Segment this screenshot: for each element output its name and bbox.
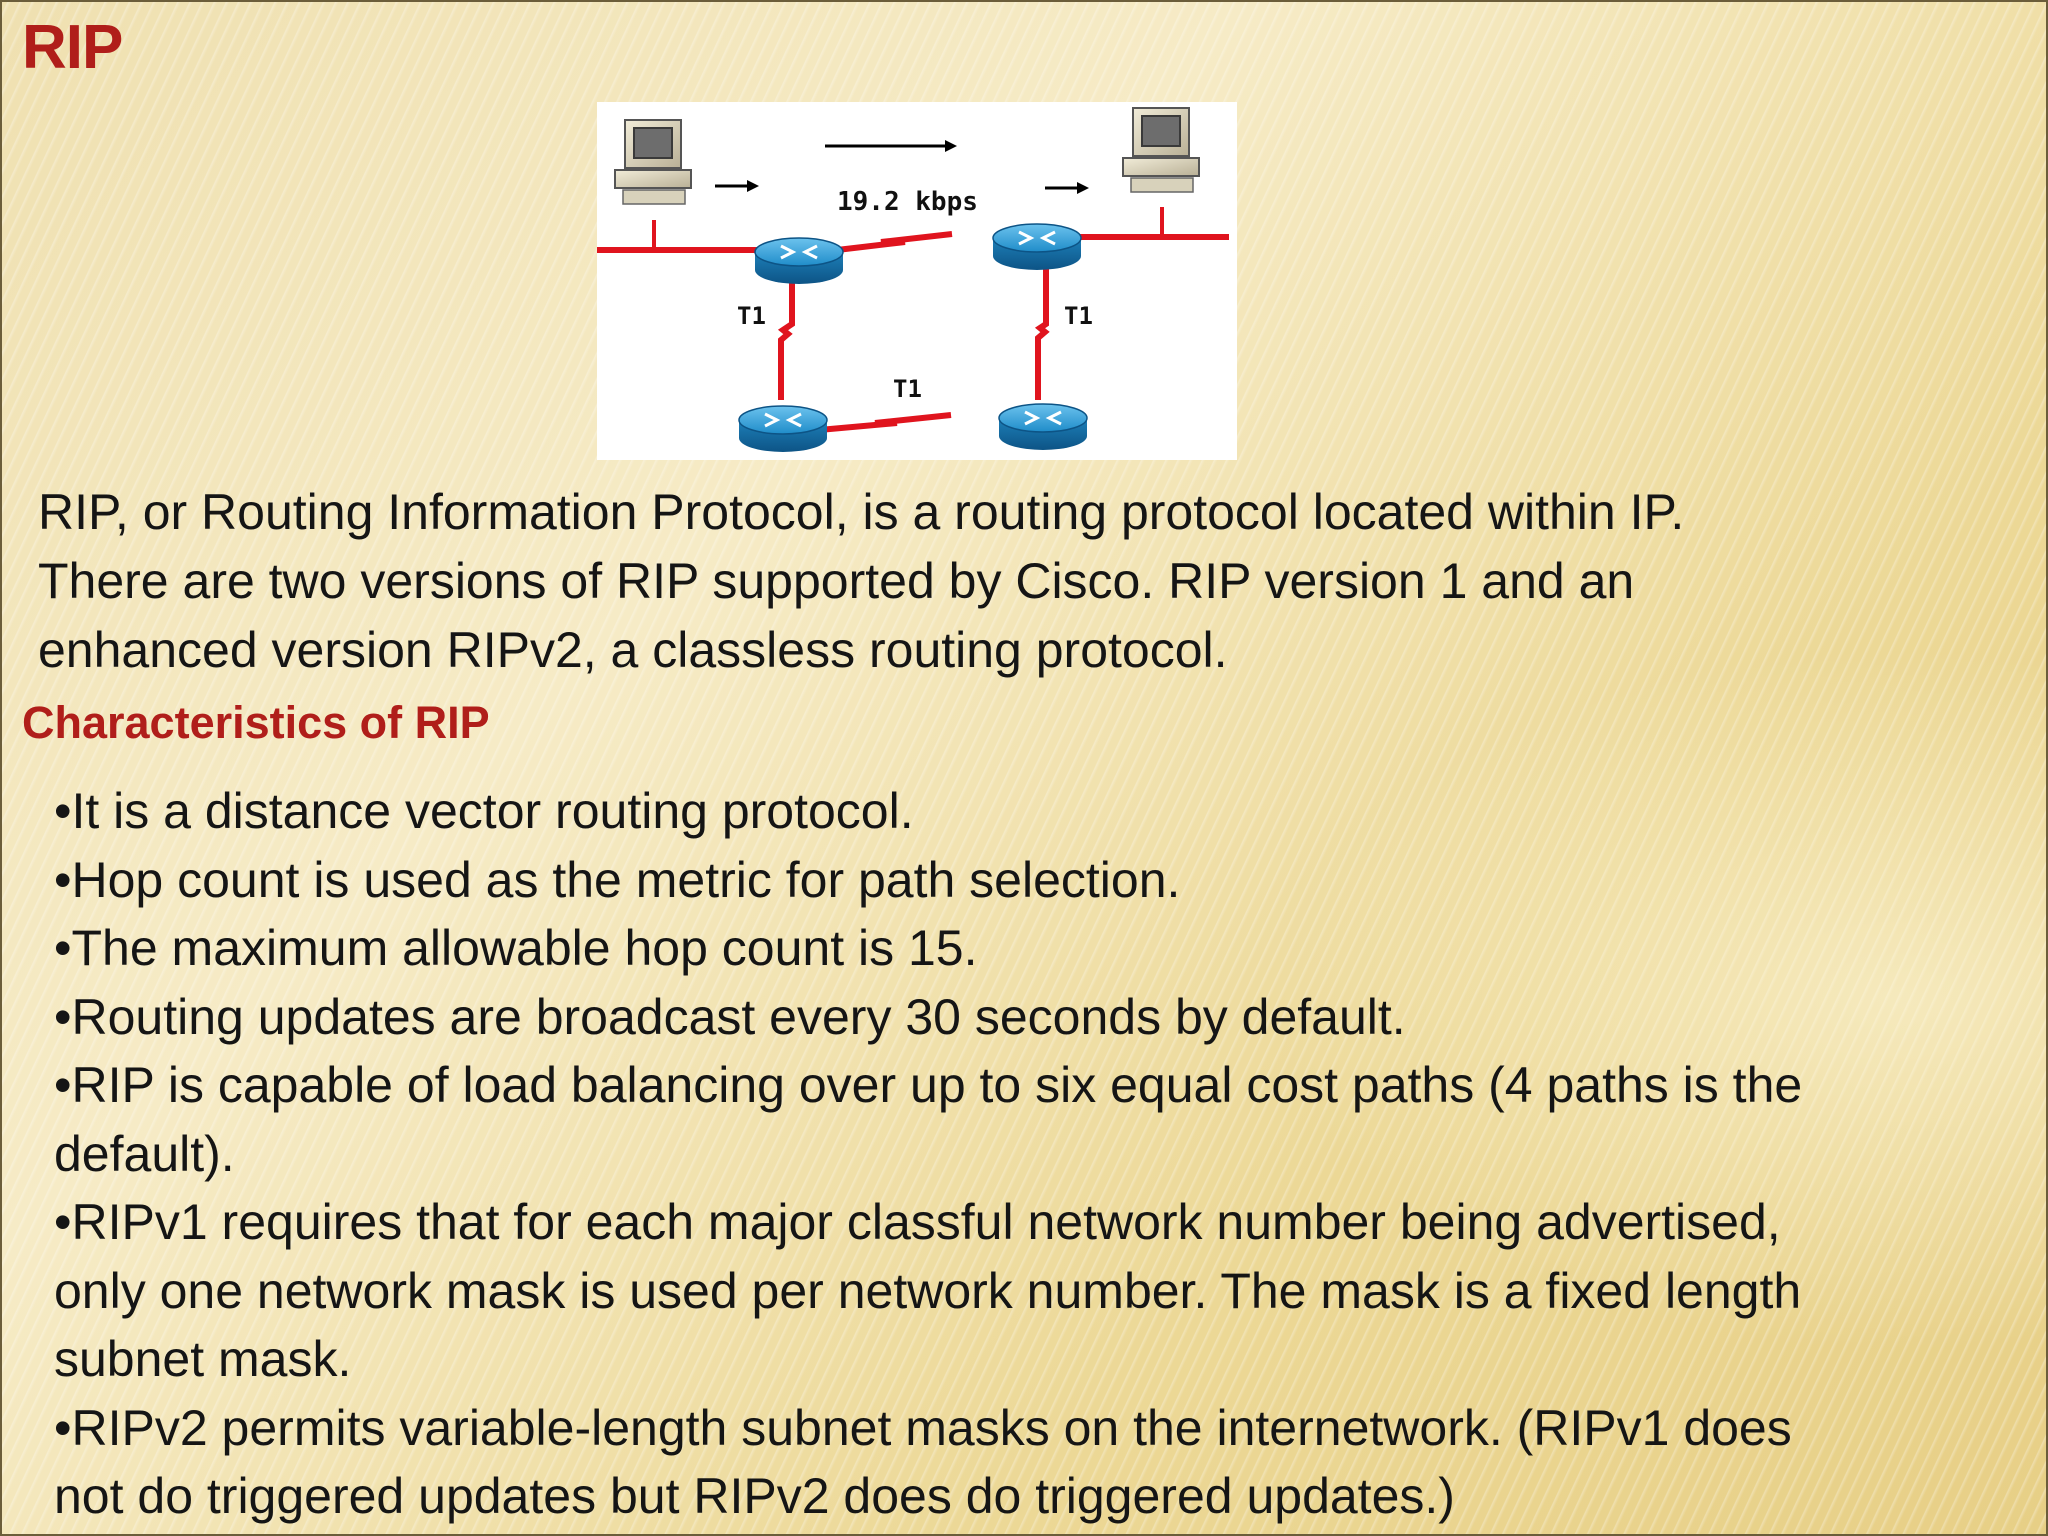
t1-label-left: T1 (737, 302, 766, 330)
router-icon (754, 237, 844, 284)
list-item: only one network mask is used per networ… (54, 1262, 1802, 1319)
list-item: •RIPv2 permits variable-length subnet ma… (54, 1399, 1792, 1456)
speed-label: 19.2 kbps (837, 187, 978, 217)
arrow-right-icon (825, 140, 957, 152)
list-item: default). (54, 1125, 235, 1182)
intro-line: enhanced version RIPv2, a classless rout… (38, 622, 1228, 678)
t1-label-bottom: T1 (893, 375, 922, 403)
arrow-right-icon (1045, 182, 1089, 194)
arrow-right-icon (715, 180, 759, 192)
list-item: •RIP is capable of load balancing over u… (54, 1057, 1803, 1113)
section-heading: Characteristics of RIP (22, 697, 490, 748)
t1-link-right (1034, 264, 1050, 400)
computer-icon (1122, 107, 1200, 193)
characteristics-list: •It is a distance vector routing protoco… (54, 777, 2044, 1531)
list-item: •Hop count is used as the metric for pat… (54, 851, 1181, 908)
network-diagram: 19.2 kbps T1 T1 T1 (597, 102, 1237, 460)
intro-line: There are two versions of RIP supported … (38, 553, 1635, 609)
list-item: •It is a distance vector routing protoco… (54, 783, 914, 839)
list-item: not do triggered updates but RIPv2 does … (54, 1468, 1455, 1524)
list-item: •Routing updates are broadcast every 30 … (54, 988, 1406, 1045)
slide-title: RIP (22, 13, 123, 82)
intro-paragraph: RIP, or Routing Information Protocol, is… (38, 478, 2018, 685)
t1-link-left (777, 277, 795, 400)
router-icon (738, 405, 828, 452)
list-item: •RIPv1 requires that for each major clas… (54, 1194, 1781, 1250)
t1-label-right: T1 (1064, 302, 1093, 330)
router-icon (998, 403, 1088, 450)
list-item: •The maximum allowable hop count is 15. (54, 920, 978, 976)
serial-link-top (836, 231, 953, 253)
t1-link-bottom (818, 412, 952, 433)
router-icon (992, 223, 1082, 270)
intro-line: RIP, or Routing Information Protocol, is… (38, 484, 1685, 540)
list-item: subnet mask. (54, 1331, 352, 1387)
computer-icon (614, 119, 692, 205)
